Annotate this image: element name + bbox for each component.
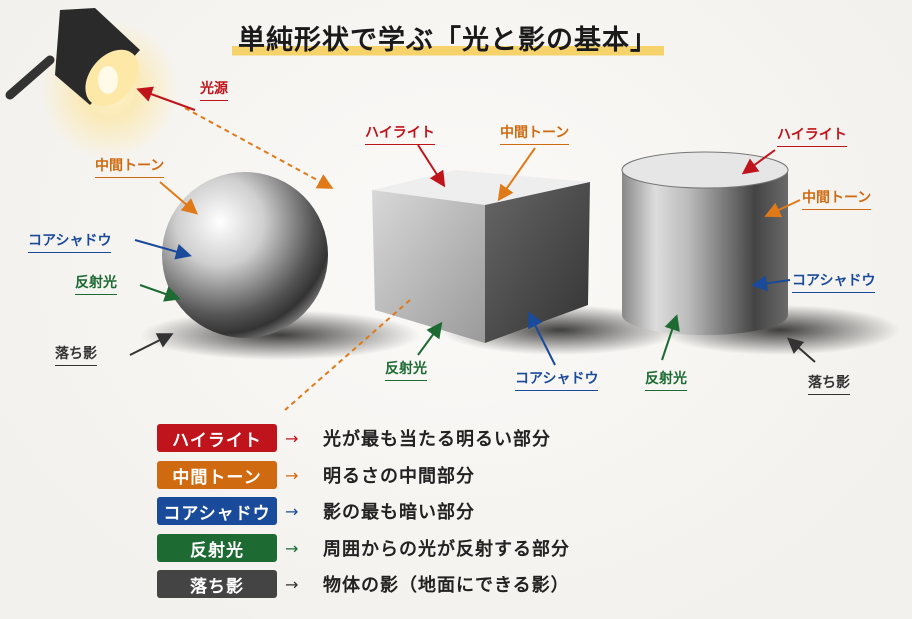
- legend-item: 落ち影 → 物体の影（地面にできる影）: [157, 570, 570, 598]
- legend-badge-cast-shadow: 落ち影: [157, 570, 277, 598]
- legend-badge-highlight: ハイライト: [157, 424, 277, 452]
- legend-desc: 周囲からの光が反射する部分: [323, 539, 570, 560]
- cylinder-label-midtone: 中間トーン: [802, 187, 872, 210]
- legend-item: 反射光 → 周囲からの光が反射する部分: [157, 534, 570, 562]
- cylinder-label-cast-shadow: 落ち影: [808, 372, 850, 395]
- cube-label-reflected-light: 反射光: [385, 358, 427, 381]
- legend-item: ハイライト → 光が最も当たる明るい部分: [157, 424, 551, 452]
- legend-desc: 物体の影（地面にできる影）: [323, 575, 570, 596]
- arrow-icon: →: [285, 465, 299, 485]
- sphere: [162, 172, 328, 338]
- legend-item: コアシャドウ → 影の最も暗い部分: [157, 497, 475, 525]
- page-title: 単純形状で学ぶ「光と影の基本」: [232, 18, 664, 59]
- cylinder-label-reflected-light: 反射光: [645, 368, 687, 391]
- legend-desc: 影の最も暗い部分: [323, 502, 475, 523]
- arrow-icon: →: [285, 428, 299, 448]
- cube-label-core-shadow: コアシャドウ: [515, 368, 599, 391]
- legend-desc: 光が最も当たる明るい部分: [323, 429, 551, 450]
- legend-desc: 明るさの中間部分: [323, 466, 475, 487]
- arrow-icon: →: [285, 538, 299, 558]
- legend-item: 中間トーン → 明るさの中間部分: [157, 461, 475, 489]
- sphere-label-midtone: 中間トーン: [95, 155, 165, 178]
- legend-badge-midtone: 中間トーン: [157, 461, 277, 489]
- label-light-source: 光源: [200, 78, 228, 101]
- legend-badge-core-shadow: コアシャドウ: [157, 497, 277, 525]
- legend-badge-reflected-light: 反射光: [157, 534, 277, 562]
- sphere-label-cast-shadow: 落ち影: [55, 343, 97, 366]
- arrow-icon: →: [285, 574, 299, 594]
- cylinder-label-core-shadow: コアシャドウ: [792, 270, 876, 293]
- cube: [372, 170, 590, 343]
- sphere-label-core-shadow: コアシャドウ: [28, 230, 112, 253]
- cube-label-midtone: 中間トーン: [500, 122, 570, 145]
- lamp-icon: [5, 8, 180, 160]
- sphere-label-reflected-light: 反射光: [75, 272, 117, 295]
- arrow-icon: →: [285, 501, 299, 521]
- cylinder: [621, 151, 789, 335]
- cylinder-label-highlight: ハイライト: [777, 124, 847, 147]
- cube-label-highlight: ハイライト: [365, 122, 435, 145]
